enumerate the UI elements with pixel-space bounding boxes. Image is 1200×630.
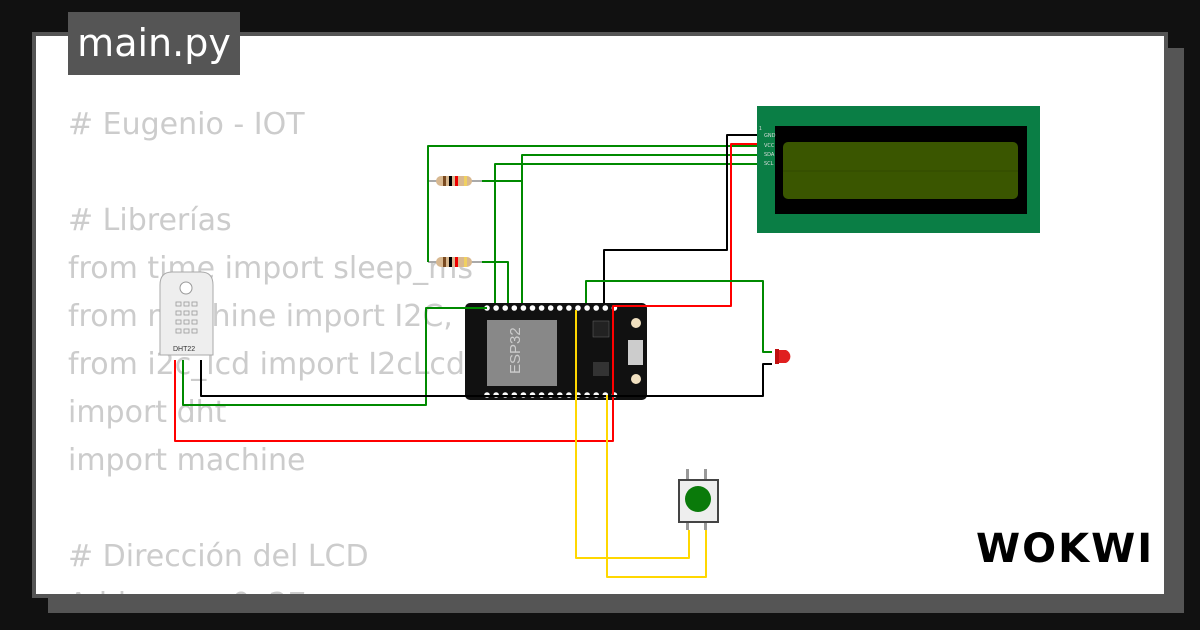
resistor — [428, 257, 482, 267]
code-line: from i2c_lcd import I2cLcd — [68, 347, 465, 382]
esp32-pin — [547, 305, 554, 311]
code-line: # Dirección del LCD — [68, 539, 369, 574]
code-line: import machine — [68, 443, 306, 478]
code-line: Address = 0x27 — [68, 581, 473, 594]
lcd-pin-scl: SCL — [764, 161, 774, 167]
wire-green — [585, 280, 772, 353]
file-tab: main.py — [68, 12, 240, 75]
esp32-pin — [529, 305, 536, 311]
dht22-label: DHT22 — [173, 346, 195, 353]
wire-black — [200, 360, 772, 397]
esp32-pin — [557, 305, 563, 311]
code-line: from time import sleep_ms — [68, 251, 474, 286]
code-line: import dht — [68, 395, 227, 430]
esp32-pin — [502, 305, 509, 311]
esp32-pin — [493, 305, 499, 311]
lcd-pin-vcc: VCC — [764, 143, 775, 149]
esp32-pin — [593, 305, 599, 311]
esp32-board: ESP32 — [465, 303, 647, 400]
esp32-pin — [520, 305, 527, 311]
wire-yellow — [606, 395, 707, 578]
code-line: # Eugenio - IOT — [68, 107, 305, 142]
lcd-pin-gnd: GND — [764, 133, 776, 139]
esp32-pin — [538, 305, 545, 311]
lcd-pin-sda: SDA — [764, 152, 775, 158]
wire-red — [174, 143, 757, 442]
resistor — [428, 176, 482, 186]
wire-black — [603, 134, 757, 303]
esp32-label: ESP32 — [507, 327, 524, 374]
red-led — [775, 349, 791, 364]
wire-yellow — [575, 310, 690, 559]
push-button — [678, 469, 719, 530]
esp32-pin — [584, 305, 590, 311]
esp32-pin — [566, 305, 572, 311]
lcd-display: 1 GND VCC SDA SCL — [757, 106, 1040, 233]
code-line: # Librerías — [68, 203, 232, 238]
wire-green — [482, 163, 757, 303]
wires — [174, 134, 772, 578]
wire-green — [482, 154, 757, 303]
code-preview: # Eugenio - IOT # Librerías from time impo… — [68, 101, 474, 594]
dht22-sensor: DHT22 — [159, 271, 214, 356]
wire-green — [182, 307, 487, 406]
esp32-pin — [511, 305, 518, 311]
esp32-pin — [602, 305, 609, 311]
esp32-pin — [575, 305, 581, 311]
wokwi-logo: WOKWI — [976, 526, 1155, 572]
code-line: from machine import I2C, — [68, 299, 453, 334]
wire-green — [427, 145, 757, 262]
lcd-pin1-label: 1 — [759, 126, 762, 132]
